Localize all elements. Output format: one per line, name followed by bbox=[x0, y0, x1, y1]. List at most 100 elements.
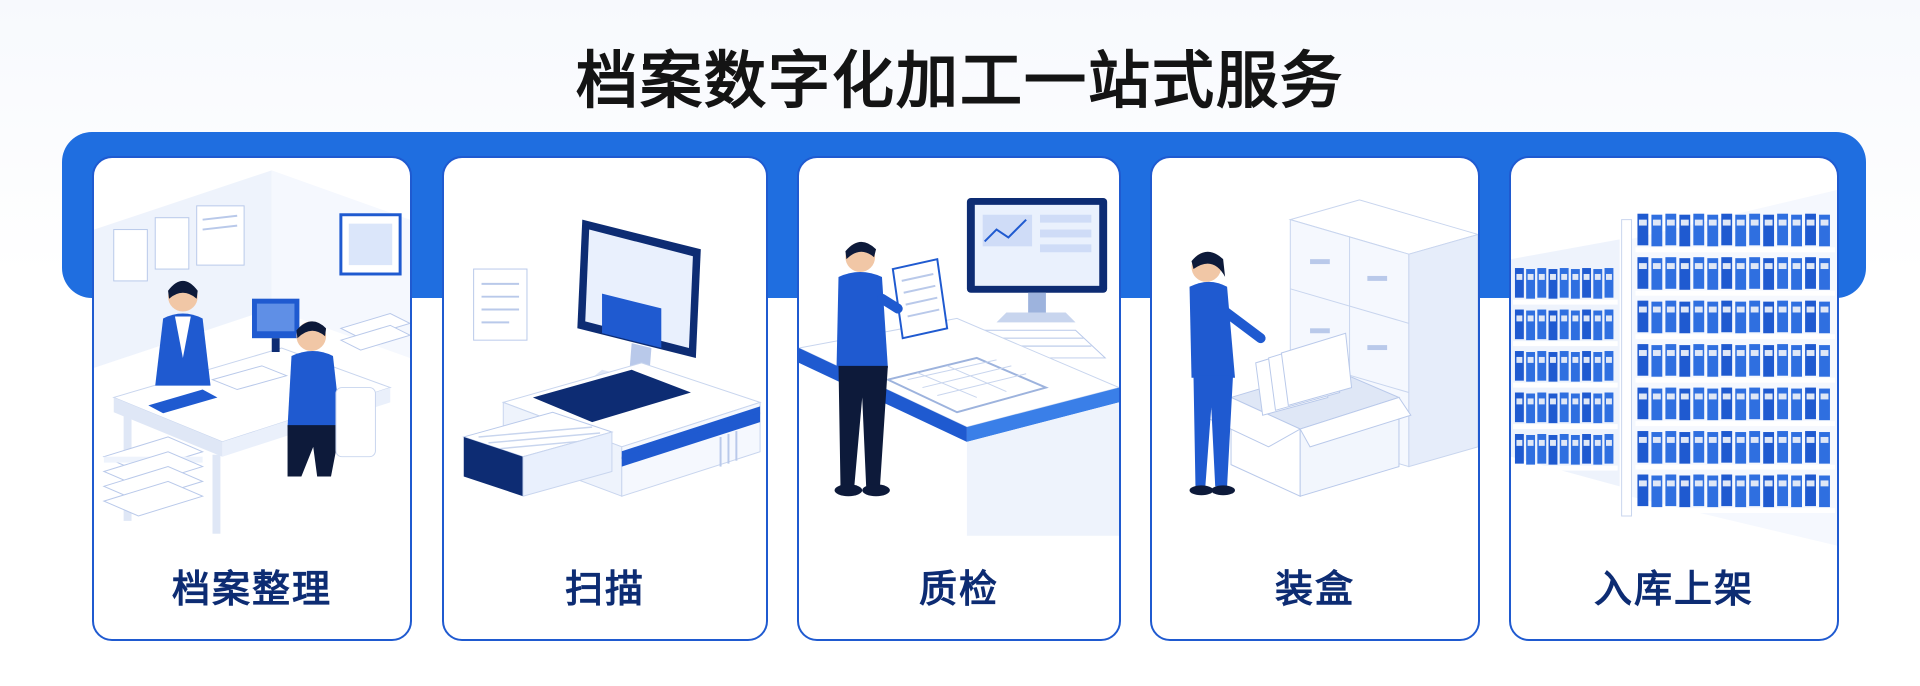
scanning-illustration-icon bbox=[462, 219, 762, 497]
step-label: 装盒 bbox=[1274, 567, 1355, 611]
binder-icon bbox=[1679, 388, 1691, 421]
binder-icon bbox=[1679, 258, 1691, 290]
binder-icon bbox=[1651, 388, 1663, 421]
binder-icon bbox=[1679, 345, 1691, 377]
binder-icon bbox=[1537, 434, 1547, 464]
binder-icon bbox=[1665, 431, 1677, 463]
binder-icon bbox=[1537, 268, 1547, 298]
binder-icon bbox=[1514, 309, 1524, 340]
binder-icon bbox=[1559, 309, 1569, 340]
binder-icon bbox=[1526, 434, 1536, 465]
binder-icon bbox=[1559, 351, 1569, 381]
step-card-shelving: 入库上架 bbox=[1509, 156, 1839, 641]
binder-icon bbox=[1570, 310, 1580, 341]
binder-icon bbox=[1791, 432, 1803, 464]
binder-icon bbox=[1777, 431, 1789, 463]
binder-icon bbox=[1637, 257, 1649, 289]
binder-icon bbox=[1526, 310, 1536, 341]
binder-icon bbox=[1548, 310, 1558, 341]
binder-icon bbox=[1637, 300, 1649, 333]
page-title: 档案数字化加工一站式服务 bbox=[575, 44, 1344, 117]
binder-icon bbox=[1693, 344, 1705, 376]
binder-icon bbox=[1721, 213, 1733, 246]
binder-icon bbox=[1679, 475, 1691, 508]
step-card-scanning: 扫描 bbox=[442, 156, 768, 641]
binder-icon bbox=[1582, 309, 1592, 340]
binder-icon bbox=[1665, 344, 1677, 376]
archive-sorting-illustration-icon bbox=[94, 170, 410, 534]
binder-icon bbox=[1721, 387, 1733, 420]
step-label: 档案整理 bbox=[171, 567, 332, 611]
step-label: 质检 bbox=[918, 567, 999, 611]
binder-icon bbox=[1735, 345, 1747, 377]
binder-icon bbox=[1763, 475, 1775, 508]
binder-icon bbox=[1637, 387, 1649, 420]
binder-icon bbox=[1777, 213, 1789, 246]
binder-icon bbox=[1582, 434, 1592, 464]
binder-icon bbox=[1604, 392, 1614, 423]
binder-icon bbox=[1651, 432, 1663, 464]
binder-icon bbox=[1604, 351, 1614, 381]
binder-icon bbox=[1651, 258, 1663, 290]
binder-icon bbox=[1707, 345, 1719, 377]
binder-icon bbox=[1537, 309, 1547, 340]
step-card-boxing: 装盒 bbox=[1150, 156, 1480, 641]
binder-icon bbox=[1707, 475, 1719, 508]
binder-icon bbox=[1791, 258, 1803, 290]
binder-icon bbox=[1749, 213, 1761, 246]
binder-icon bbox=[1749, 431, 1761, 463]
binder-icon bbox=[1637, 213, 1649, 246]
binder-icon bbox=[1763, 432, 1775, 464]
binder-icon bbox=[1537, 351, 1547, 381]
binder-icon bbox=[1805, 474, 1816, 507]
binder-icon bbox=[1651, 214, 1663, 247]
binder-icon bbox=[1721, 300, 1733, 333]
binder-icon bbox=[1749, 300, 1761, 333]
binder-icon bbox=[1514, 392, 1524, 423]
binder-icon bbox=[1570, 434, 1580, 465]
binder-icon bbox=[1604, 268, 1614, 298]
binder-icon bbox=[1707, 301, 1719, 334]
binder-icon bbox=[1791, 475, 1803, 508]
step-label: 扫描 bbox=[564, 567, 645, 611]
binder-icon bbox=[1526, 352, 1536, 382]
binder-icon bbox=[1763, 214, 1775, 247]
binder-icon bbox=[1637, 474, 1649, 507]
binder-icon bbox=[1679, 432, 1691, 464]
binder-icon bbox=[1559, 392, 1569, 423]
binder-icon bbox=[1777, 474, 1789, 507]
binder-icon bbox=[1763, 345, 1775, 377]
binder-icon bbox=[1819, 301, 1830, 334]
binder-icon bbox=[1749, 344, 1761, 376]
binder-icon bbox=[1582, 351, 1592, 381]
binder-icon bbox=[1604, 309, 1614, 340]
binder-icon bbox=[1679, 214, 1691, 247]
binder-icon bbox=[1548, 434, 1558, 465]
binder-icon bbox=[1593, 352, 1603, 382]
binder-icon bbox=[1637, 344, 1649, 376]
binder-icon bbox=[1777, 257, 1789, 289]
step-label: 入库上架 bbox=[1593, 567, 1754, 611]
binder-icon bbox=[1559, 268, 1569, 298]
binder-icon bbox=[1582, 392, 1592, 423]
binder-icon bbox=[1819, 345, 1830, 377]
binder-icon bbox=[1721, 344, 1733, 376]
binder-icon bbox=[1777, 344, 1789, 376]
binder-icon bbox=[1514, 351, 1524, 381]
binder-icon bbox=[1665, 474, 1677, 507]
binder-icon bbox=[1548, 352, 1558, 382]
binder-icon bbox=[1548, 393, 1558, 424]
binder-icon bbox=[1593, 434, 1603, 465]
binder-icon bbox=[1651, 475, 1663, 508]
binder-icon bbox=[1593, 269, 1603, 299]
binder-icon bbox=[1721, 474, 1733, 507]
binder-icon bbox=[1805, 344, 1816, 376]
binder-icon bbox=[1604, 434, 1614, 464]
binder-icon bbox=[1707, 432, 1719, 464]
binder-icon bbox=[1665, 213, 1677, 246]
binder-icon bbox=[1721, 431, 1733, 463]
binder-icon bbox=[1721, 257, 1733, 289]
binder-icon bbox=[1763, 301, 1775, 334]
binder-icon bbox=[1819, 388, 1830, 421]
